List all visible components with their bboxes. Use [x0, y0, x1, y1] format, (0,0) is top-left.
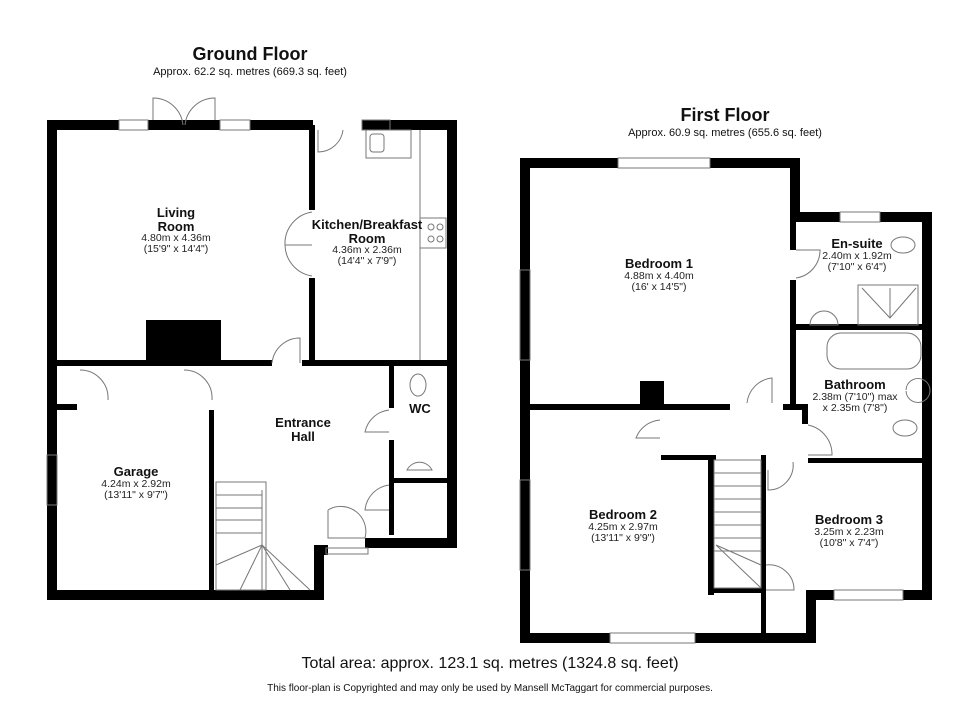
- room-dimensions-metric: 4.88m x 4.40m: [624, 269, 694, 282]
- room-en-suite: En-suite 2.40m x 1.92m (7'10" x 6'4"): [822, 237, 891, 273]
- room-name: Bedroom 2: [589, 507, 657, 522]
- first-floor-heading: First Floor Approx. 60.9 sq. metres (655…: [628, 105, 822, 139]
- room-name-line2: Room: [157, 218, 195, 234]
- room-kitchen-breakfast: Kitchen/Breakfast Room 4.36m x 2.36m (14…: [312, 218, 423, 267]
- room-dimensions-metric: 4.80m x 4.36m: [141, 232, 211, 245]
- room-name: WC: [409, 401, 431, 416]
- room-dimensions-imperial: (15'9" x 14'4"): [143, 243, 209, 256]
- room-bedroom-2: Bedroom 2 4.25m x 2.97m (13'11" x 9'9"): [588, 508, 657, 544]
- floor-title: First Floor: [680, 105, 770, 125]
- room-bathroom: Bathroom 2.38m (7'10") max x 2.35m (7'8"…: [812, 378, 897, 414]
- first-floor-walls: [520, 158, 932, 643]
- room-name: Bedroom 1: [625, 256, 693, 271]
- room-entrance-hall: Entrance Hall: [275, 416, 331, 443]
- room-name: En-suite: [831, 236, 883, 251]
- room-dimensions-metric: 2.40m x 1.92m: [822, 249, 892, 262]
- ground-floor-heading: Ground Floor Approx. 62.2 sq. metres (66…: [153, 44, 347, 78]
- floor-area: Approx. 62.2 sq. metres (669.3 sq. feet): [153, 66, 347, 78]
- room-dimensions-metric: 3.25m x 2.23m: [814, 525, 884, 538]
- room-name: Kitchen/Breakfast: [311, 217, 423, 232]
- room-dimensions-imperial: (13'11" x 9'9"): [591, 531, 655, 544]
- room-name-line2: Room: [348, 230, 386, 246]
- room-name: Entrance: [275, 415, 331, 430]
- room-name: Living: [156, 205, 196, 220]
- room-dimensions-imperial: (7'10" x 6'4"): [827, 260, 887, 273]
- total-area: Total area: approx. 123.1 sq. metres (13…: [301, 655, 679, 672]
- room-dimensions-imperial: (16' x 14'5"): [631, 280, 687, 293]
- floor-title: Ground Floor: [192, 44, 308, 64]
- copyright-notice: This floor-plan is Copyrighted and may o…: [267, 683, 713, 694]
- room-dimensions-imperial: x 2.35m (7'8"): [822, 401, 888, 414]
- first-floor-fixtures: [519, 157, 931, 644]
- room-garage: Garage 4.24m x 2.92m (13'11" x 9'7"): [101, 465, 170, 501]
- room-dimensions-metric: 4.24m x 2.92m: [101, 477, 171, 490]
- room-name: Garage: [113, 464, 159, 479]
- room-dimensions-metric: 2.38m (7'10") max: [812, 390, 898, 403]
- ground-floor-fixtures: [46, 97, 447, 591]
- room-dimensions-metric: 4.25m x 2.97m: [588, 520, 658, 533]
- room-name: Bedroom 3: [815, 512, 883, 527]
- room-wc: WC: [409, 402, 431, 416]
- room-dimensions-metric: 4.36m x 2.36m: [332, 244, 402, 257]
- room-name-line2: Hall: [291, 428, 315, 444]
- room-bedroom-1: Bedroom 1 4.88m x 4.40m (16' x 14'5"): [624, 257, 693, 293]
- ground-floor-walls: [47, 120, 457, 600]
- floor-area: Approx. 60.9 sq. metres (655.6 sq. feet): [628, 127, 822, 139]
- room-dimensions-imperial: (13'11" x 9'7"): [104, 488, 168, 501]
- room-dimensions-imperial: (10'8" x 7'4"): [819, 536, 879, 549]
- room-dimensions-imperial: (14'4" x 7'9"): [337, 255, 397, 268]
- room-bedroom-3: Bedroom 3 3.25m x 2.23m (10'8" x 7'4"): [814, 513, 883, 549]
- room-living-room: Living Room 4.80m x 4.36m (15'9" x 14'4"…: [141, 206, 210, 255]
- room-name: Bathroom: [824, 377, 886, 392]
